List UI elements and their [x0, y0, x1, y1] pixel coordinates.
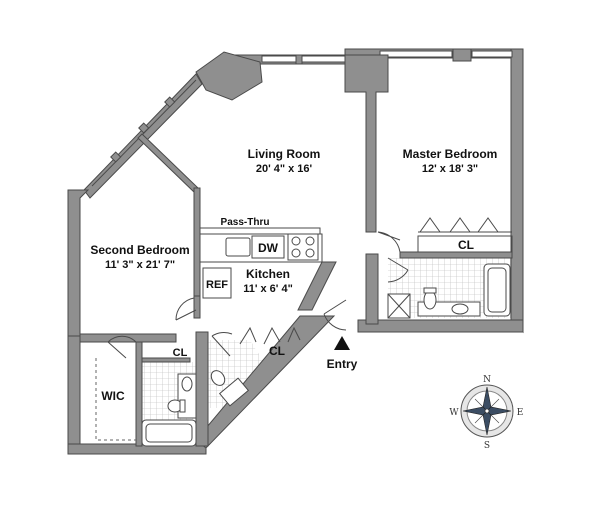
hall-vanity — [218, 377, 250, 407]
right-wall-master — [510, 48, 524, 334]
window-master-right — [471, 50, 513, 58]
master-bedroom-dims: 12' x 18' 3" — [422, 163, 478, 175]
door-wic — [107, 335, 137, 359]
left-wall — [67, 189, 90, 339]
compass-e: E — [517, 408, 524, 418]
burner-2 — [305, 236, 315, 246]
burner-4 — [305, 248, 315, 258]
closet-shelf-master — [417, 235, 513, 253]
wic-right-wall — [135, 341, 143, 447]
wic-shelf — [95, 358, 136, 441]
mullion-1 — [295, 54, 303, 65]
dw-label: DW — [258, 241, 279, 255]
entry-label: Entry — [327, 357, 358, 371]
partition-lower — [365, 253, 379, 325]
angled-corner-wall — [195, 51, 263, 101]
partition-top-block — [344, 54, 389, 233]
compass-w: W — [449, 408, 459, 418]
closet-bifold-master — [419, 217, 499, 233]
second-toilet-tank — [179, 399, 186, 413]
bottom-wall-master — [357, 319, 524, 333]
window-master-left — [379, 50, 453, 58]
mullion-diag-3 — [164, 96, 176, 108]
ref-label: REF — [206, 279, 228, 291]
second-tub — [141, 419, 197, 447]
closet-bifold-hall — [239, 326, 301, 345]
stove-icon — [287, 233, 319, 261]
door-master-bath — [387, 257, 409, 283]
closet-wall — [195, 331, 209, 447]
compass-n: N — [483, 375, 491, 385]
dishwasher-box — [251, 235, 285, 259]
second-sink-icon — [181, 376, 193, 392]
wic-label: WIC — [101, 389, 125, 403]
door-entry — [323, 299, 347, 331]
master-toilet-icon — [423, 290, 437, 310]
windows — [91, 48, 513, 187]
mullion-diag-1 — [110, 151, 122, 163]
room-labels: Living Room 20' 4" x 16' Master Bedroom … — [90, 147, 497, 403]
cl-hall-label: CL — [269, 344, 285, 358]
master-sink-icon — [451, 303, 469, 315]
master-tub-inner — [487, 267, 507, 313]
kitchen-name: Kitchen — [246, 267, 290, 281]
window-living — [261, 55, 347, 63]
pass-thru-counter — [199, 227, 321, 235]
refrigerator-box — [202, 267, 232, 299]
second-tub-inner — [145, 423, 193, 443]
living-room-name: Living Room — [248, 147, 321, 161]
hall-toilet-icon — [210, 370, 226, 386]
door-hall-bath — [211, 332, 233, 357]
compass-center — [484, 408, 490, 414]
second-bedroom-diag-wall — [137, 133, 199, 193]
kitchen-diag-wall — [297, 261, 337, 311]
doors — [107, 217, 513, 359]
burner-3 — [291, 248, 301, 258]
burner-1 — [291, 236, 301, 246]
master-toilet-tank — [423, 287, 437, 294]
pass-thru-label: Pass-Thru — [221, 217, 270, 228]
kitchen-fixtures — [199, 227, 323, 299]
left-wall-lower — [67, 335, 81, 453]
entry-arrow-icon — [334, 336, 350, 350]
door-master — [377, 231, 401, 253]
shower-x2 — [387, 293, 411, 319]
cl-master-label: CL — [458, 238, 474, 252]
second-bedroom-right-wall — [193, 187, 201, 297]
mullion-2 — [452, 48, 472, 62]
master-bath-top-wall — [399, 251, 513, 259]
second-bedroom-dims: 11' 3" x 21' 7" — [105, 259, 175, 271]
second-bath-top-wall — [141, 357, 191, 363]
compass-rose: N S E W — [449, 375, 523, 451]
second-bedroom-bottom-wall — [79, 333, 177, 343]
master-bedroom-name: Master Bedroom — [403, 147, 498, 161]
kitchen-dims: 11' x 6' 4" — [243, 283, 293, 295]
interior-walls — [79, 54, 513, 449]
hall-wall — [193, 295, 201, 319]
second-bedroom-name: Second Bedroom — [90, 243, 189, 257]
living-room-dims: 20' 4" x 16' — [256, 163, 313, 175]
cl-small-label: CL — [173, 347, 188, 359]
mullion-diag-2 — [138, 122, 150, 134]
bath-fixtures — [141, 263, 511, 447]
compass-s: S — [484, 441, 490, 451]
sink-icon — [225, 237, 251, 257]
master-tub — [483, 263, 511, 317]
door-second-bedroom — [175, 297, 197, 321]
